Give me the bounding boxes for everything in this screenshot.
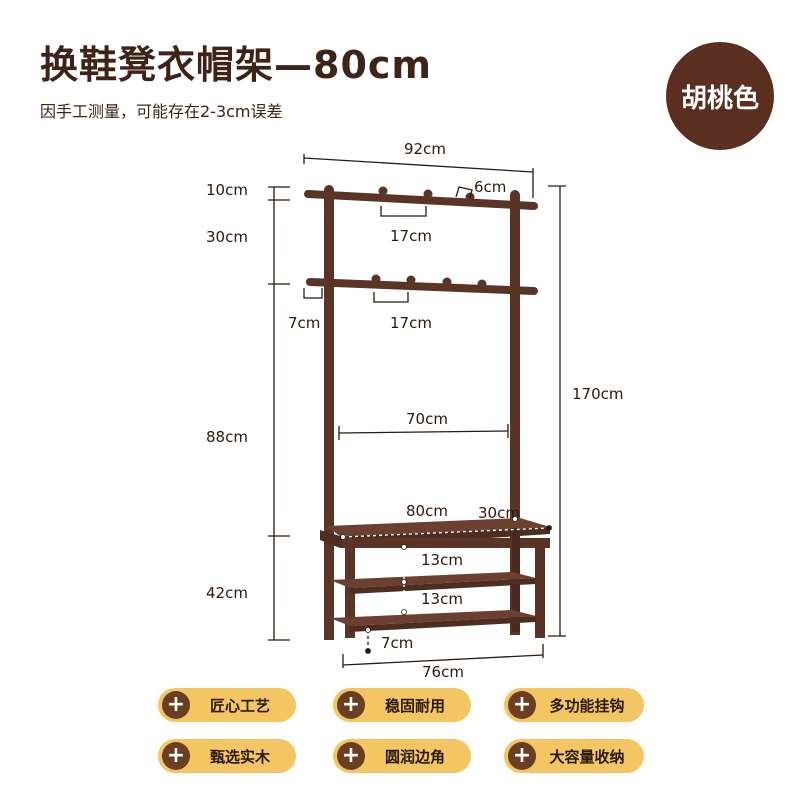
dim-foot-height: 7cm	[381, 634, 413, 652]
shoe-shelf-lower	[330, 610, 536, 626]
dim-shelf-gap-1: 13cm	[421, 551, 463, 569]
dim-top-section: 10cm	[206, 181, 248, 199]
dim-upper-section: 30cm	[206, 228, 248, 246]
color-badge: 胡桃色	[666, 42, 774, 150]
dim-lower-hook-spacing: 17cm	[390, 314, 432, 332]
right-post	[510, 195, 520, 635]
coat-rack-illustration	[304, 185, 550, 640]
feature-badge: + 甄选实木	[158, 739, 296, 773]
plus-icon: +	[508, 742, 536, 770]
bench-dimension-markers	[342, 527, 550, 651]
plus-icon: +	[337, 691, 365, 719]
feature-label: 圆润边角	[384, 747, 445, 766]
left-post	[324, 190, 334, 640]
dim-bench-depth: 30cm	[478, 504, 520, 522]
feature-label: 多功能挂钩	[549, 696, 625, 715]
dim-base-width: 76cm	[422, 663, 464, 681]
feature-badge: + 圆润边角	[333, 739, 471, 773]
dim-shelf-gap-2: 13cm	[421, 590, 463, 608]
dim-rail-overhang: 7cm	[288, 314, 320, 332]
dim-bench-width: 80cm	[406, 502, 448, 520]
dim-total-height: 170cm	[572, 385, 624, 403]
dim-inner-width: 70cm	[406, 410, 448, 428]
lower-rail	[306, 278, 538, 295]
top-rail-hooks	[378, 186, 475, 205]
plus-icon: +	[162, 691, 190, 719]
dim-hook-gap: 6cm	[474, 178, 506, 196]
feature-label: 稳固耐用	[384, 696, 445, 715]
feature-label: 匠心工艺	[209, 696, 270, 715]
feature-badge: + 大容量收纳	[504, 739, 644, 773]
measurement-note: 因手工测量，可能存在2-3cm误差	[40, 102, 283, 121]
shoe-shelf-upper	[330, 572, 536, 588]
feature-badge: + 多功能挂钩	[504, 688, 644, 722]
bench	[320, 518, 550, 638]
bench-seat-top	[326, 518, 550, 536]
dim-bench-section: 42cm	[206, 584, 248, 602]
dim-top-width: 92cm	[404, 140, 446, 158]
feature-badge: + 稳固耐用	[333, 688, 471, 722]
feature-label: 甄选实木	[209, 747, 270, 766]
lower-rail-hooks	[371, 274, 487, 292]
dimension-labels: 92cm 6cm 17cm 17cm 7cm 10cm 30cm 88cm 42…	[206, 140, 624, 681]
plus-icon: +	[337, 742, 365, 770]
dimension-dots	[340, 516, 552, 654]
feature-label: 大容量收纳	[549, 747, 625, 766]
color-badge-label: 胡桃色	[680, 83, 759, 114]
bench-front-right-leg	[535, 540, 545, 638]
dim-top-hook-spacing: 17cm	[390, 227, 432, 245]
page-title: 换鞋凳衣帽架—80cm	[40, 43, 433, 87]
plus-icon: +	[162, 742, 190, 770]
dimension-lines	[268, 154, 566, 668]
feature-badge: + 匠心工艺	[158, 688, 296, 722]
top-rail	[304, 190, 538, 210]
plus-icon: +	[508, 691, 536, 719]
dim-middle-section: 88cm	[206, 428, 248, 446]
